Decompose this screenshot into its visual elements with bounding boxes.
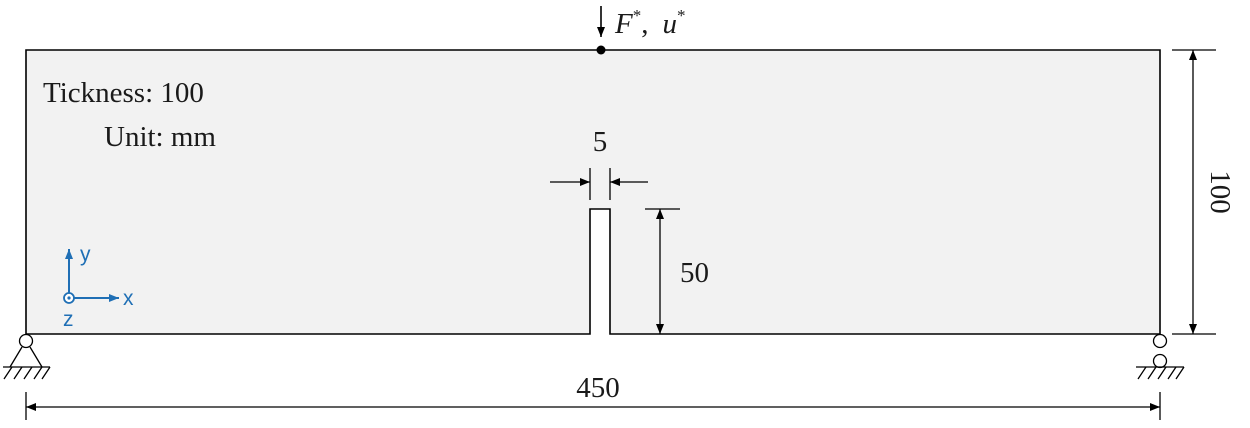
load-label: F*,u* — [614, 6, 685, 40]
right-roller-support — [1136, 333, 1185, 380]
coordinate-axes: y x z — [63, 243, 134, 331]
force-sup: * — [633, 6, 642, 25]
height-label: 100 — [1204, 170, 1236, 214]
load-point — [596, 45, 606, 55]
disp-symbol: u — [662, 8, 677, 40]
thickness-label: Tickness: 100 — [43, 77, 204, 109]
z-axis-dot — [67, 296, 71, 300]
y-axis-label: y — [80, 243, 91, 266]
disp-sup: * — [677, 6, 686, 25]
load-separator: , — [641, 8, 648, 40]
notch-depth-label: 50 — [680, 257, 709, 289]
left-pin-support — [3, 333, 51, 380]
x-axis-label: x — [123, 287, 134, 310]
span-label: 450 — [576, 372, 620, 404]
unit-label: Unit: mm — [104, 121, 216, 153]
force-symbol: F — [614, 8, 633, 40]
z-axis-label: z — [63, 308, 74, 331]
notch-width-label: 5 — [593, 126, 608, 158]
beam-body — [25, 49, 1161, 335]
